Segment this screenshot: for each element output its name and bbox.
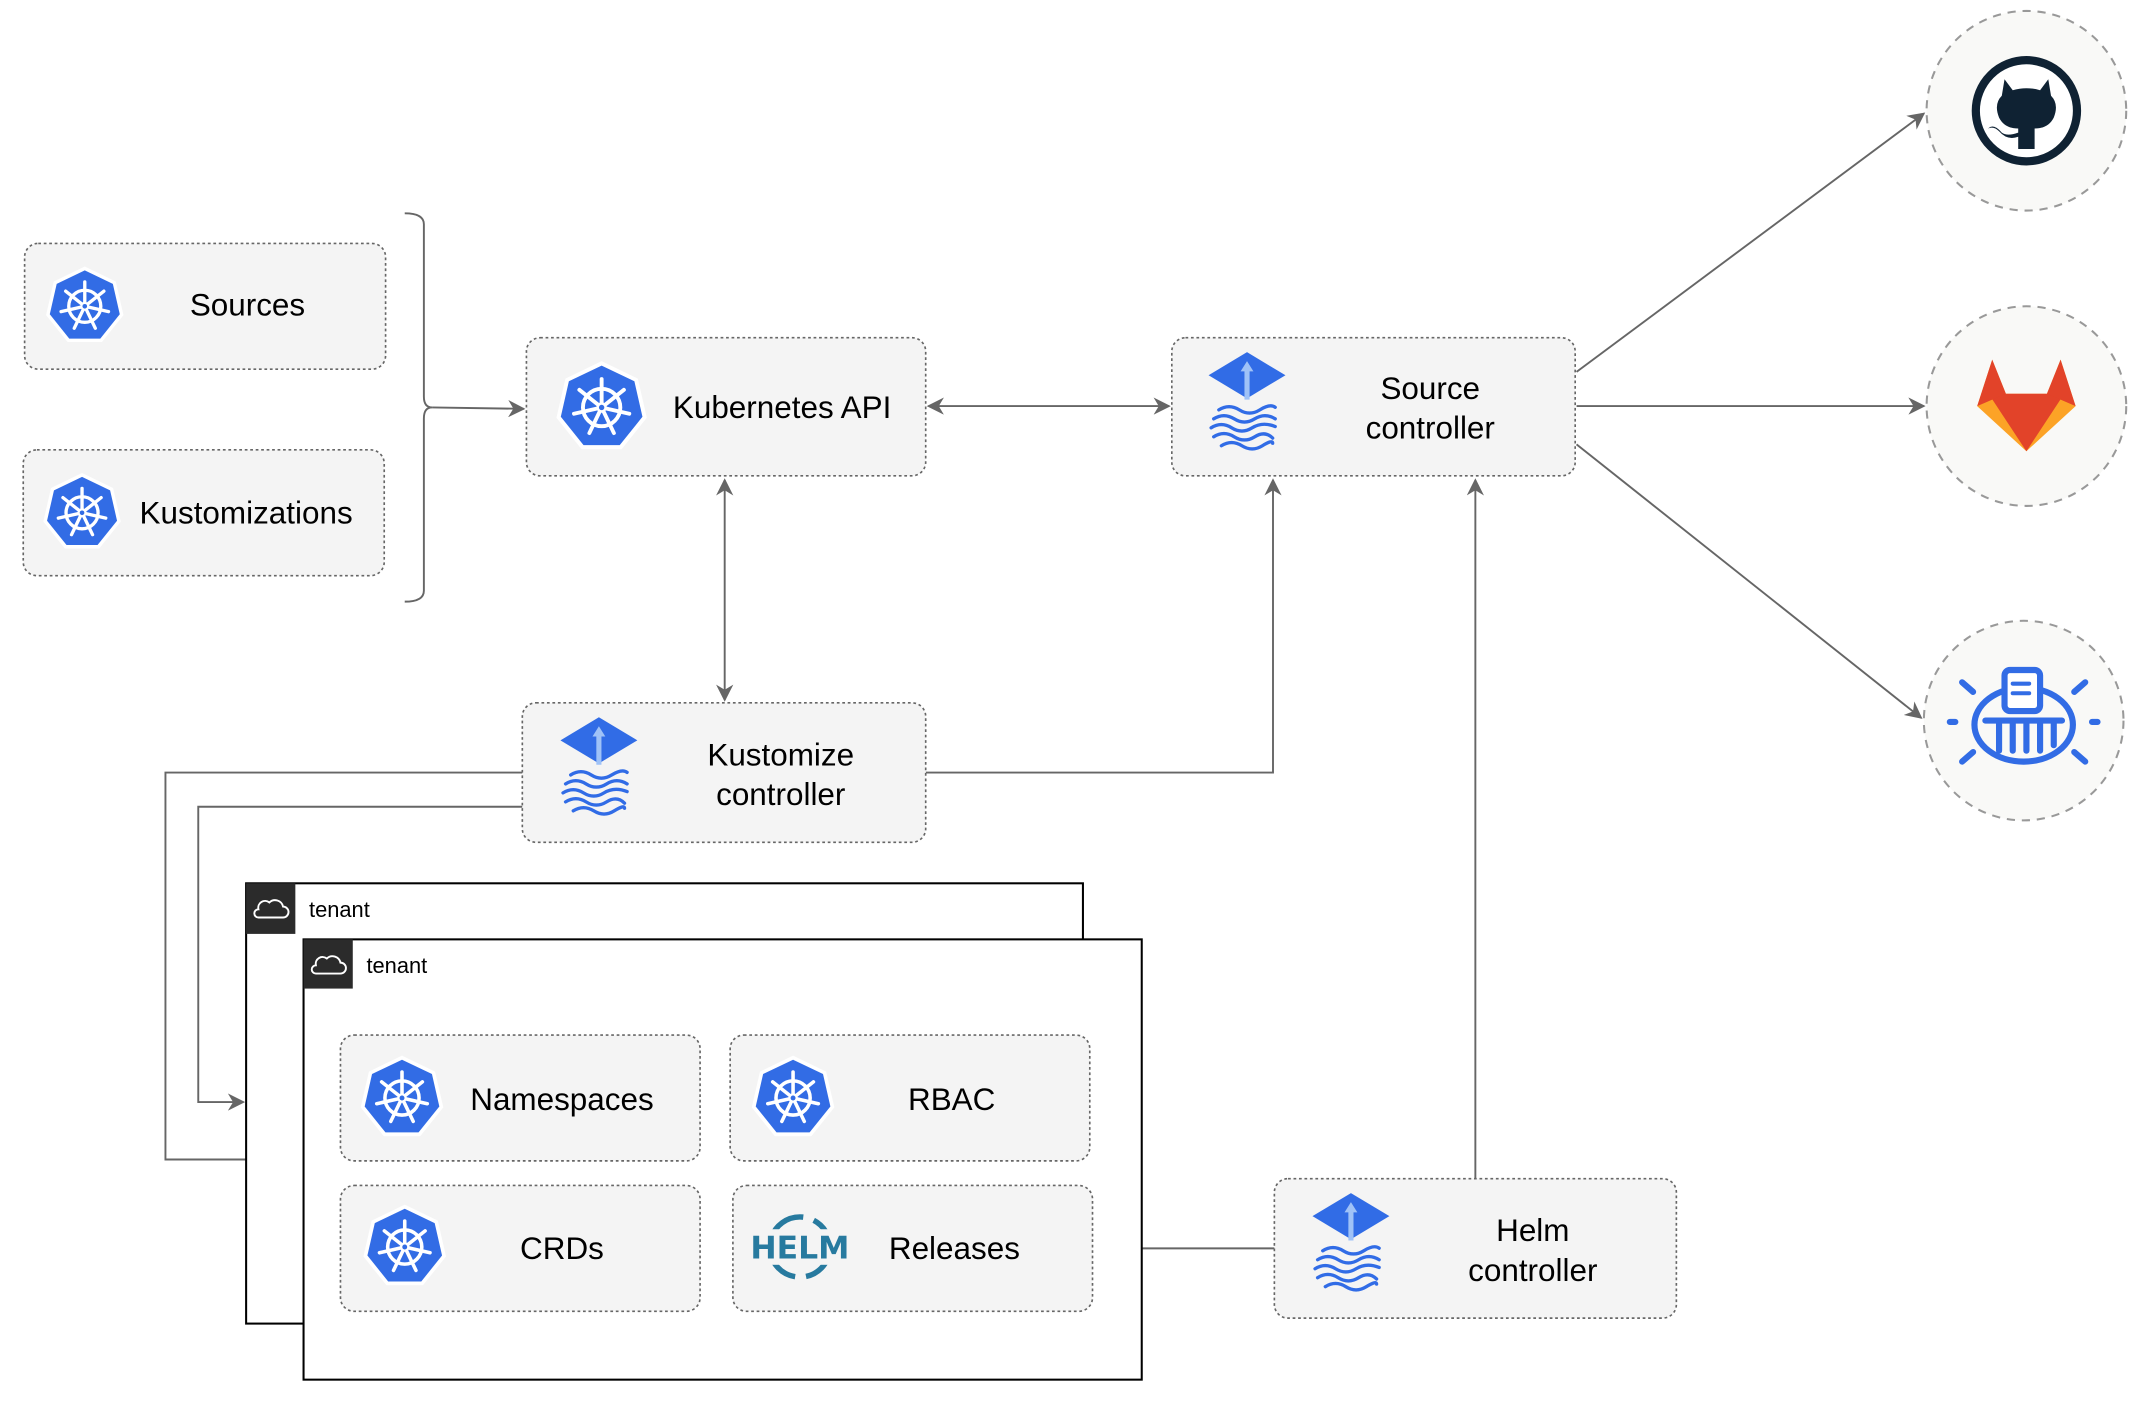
tenant-label: tenant bbox=[309, 897, 370, 922]
node-label-line-1: Source bbox=[1380, 371, 1480, 406]
edge-source-to-github bbox=[1575, 112, 1926, 373]
target-gitlab bbox=[1925, 305, 2128, 507]
node-label: Releases bbox=[889, 1231, 1020, 1266]
edge-crds-to-api bbox=[432, 399, 526, 418]
edges bbox=[164, 112, 1926, 1258]
node-label: CRDs bbox=[520, 1231, 604, 1266]
bracket bbox=[404, 212, 433, 603]
node-crds: CRDs bbox=[339, 1184, 701, 1313]
node-source-controller: Source controller bbox=[1170, 336, 1577, 477]
node-kustomizations: Kustomizations bbox=[22, 449, 386, 577]
helm-icon: HELM bbox=[750, 1214, 849, 1280]
node-label: Kubernetes API bbox=[673, 390, 891, 425]
node-label: Kustomizations bbox=[140, 495, 353, 530]
cloud-icon bbox=[253, 899, 290, 919]
target-bucket bbox=[1922, 619, 2125, 822]
node-namespaces: Namespaces bbox=[339, 1034, 701, 1162]
node-helm-controller: Helm controller bbox=[1273, 1177, 1678, 1319]
node-label-line-1: Helm bbox=[1496, 1213, 1569, 1248]
node-kubernetes-api: Kubernetes API bbox=[525, 336, 927, 477]
node-label: Namespaces bbox=[470, 1082, 653, 1117]
target-github bbox=[1925, 9, 2128, 212]
node-kustomize-controller: Kustomize controller bbox=[521, 701, 927, 844]
node-releases: HELM Releases bbox=[732, 1184, 1094, 1313]
helm-wordmark: HELM bbox=[750, 1230, 849, 1266]
node-label: RBAC bbox=[908, 1082, 995, 1117]
node-sources: Sources bbox=[23, 242, 387, 371]
gitlab-icon bbox=[1977, 359, 2076, 452]
node-label-line-2: controller bbox=[716, 777, 845, 812]
bucket-icon bbox=[1946, 666, 2101, 765]
node-rbac: RBAC bbox=[729, 1034, 1091, 1162]
cloud-icon bbox=[310, 955, 347, 975]
edge-kustomize-to-tenant-2 bbox=[164, 771, 523, 1169]
node-label-line-1: Kustomize bbox=[707, 737, 854, 772]
edge-kustomize-to-source bbox=[925, 478, 1282, 774]
node-label-line-2: controller bbox=[1468, 1253, 1597, 1288]
edge-source-to-bucket bbox=[1575, 443, 1923, 719]
node-label-line-2: controller bbox=[1366, 410, 1495, 445]
github-icon bbox=[1971, 56, 2082, 166]
edge-kustomize-to-tenant-1 bbox=[197, 805, 523, 1111]
tenant-label: tenant bbox=[366, 953, 427, 978]
node-label: Sources bbox=[190, 287, 305, 322]
